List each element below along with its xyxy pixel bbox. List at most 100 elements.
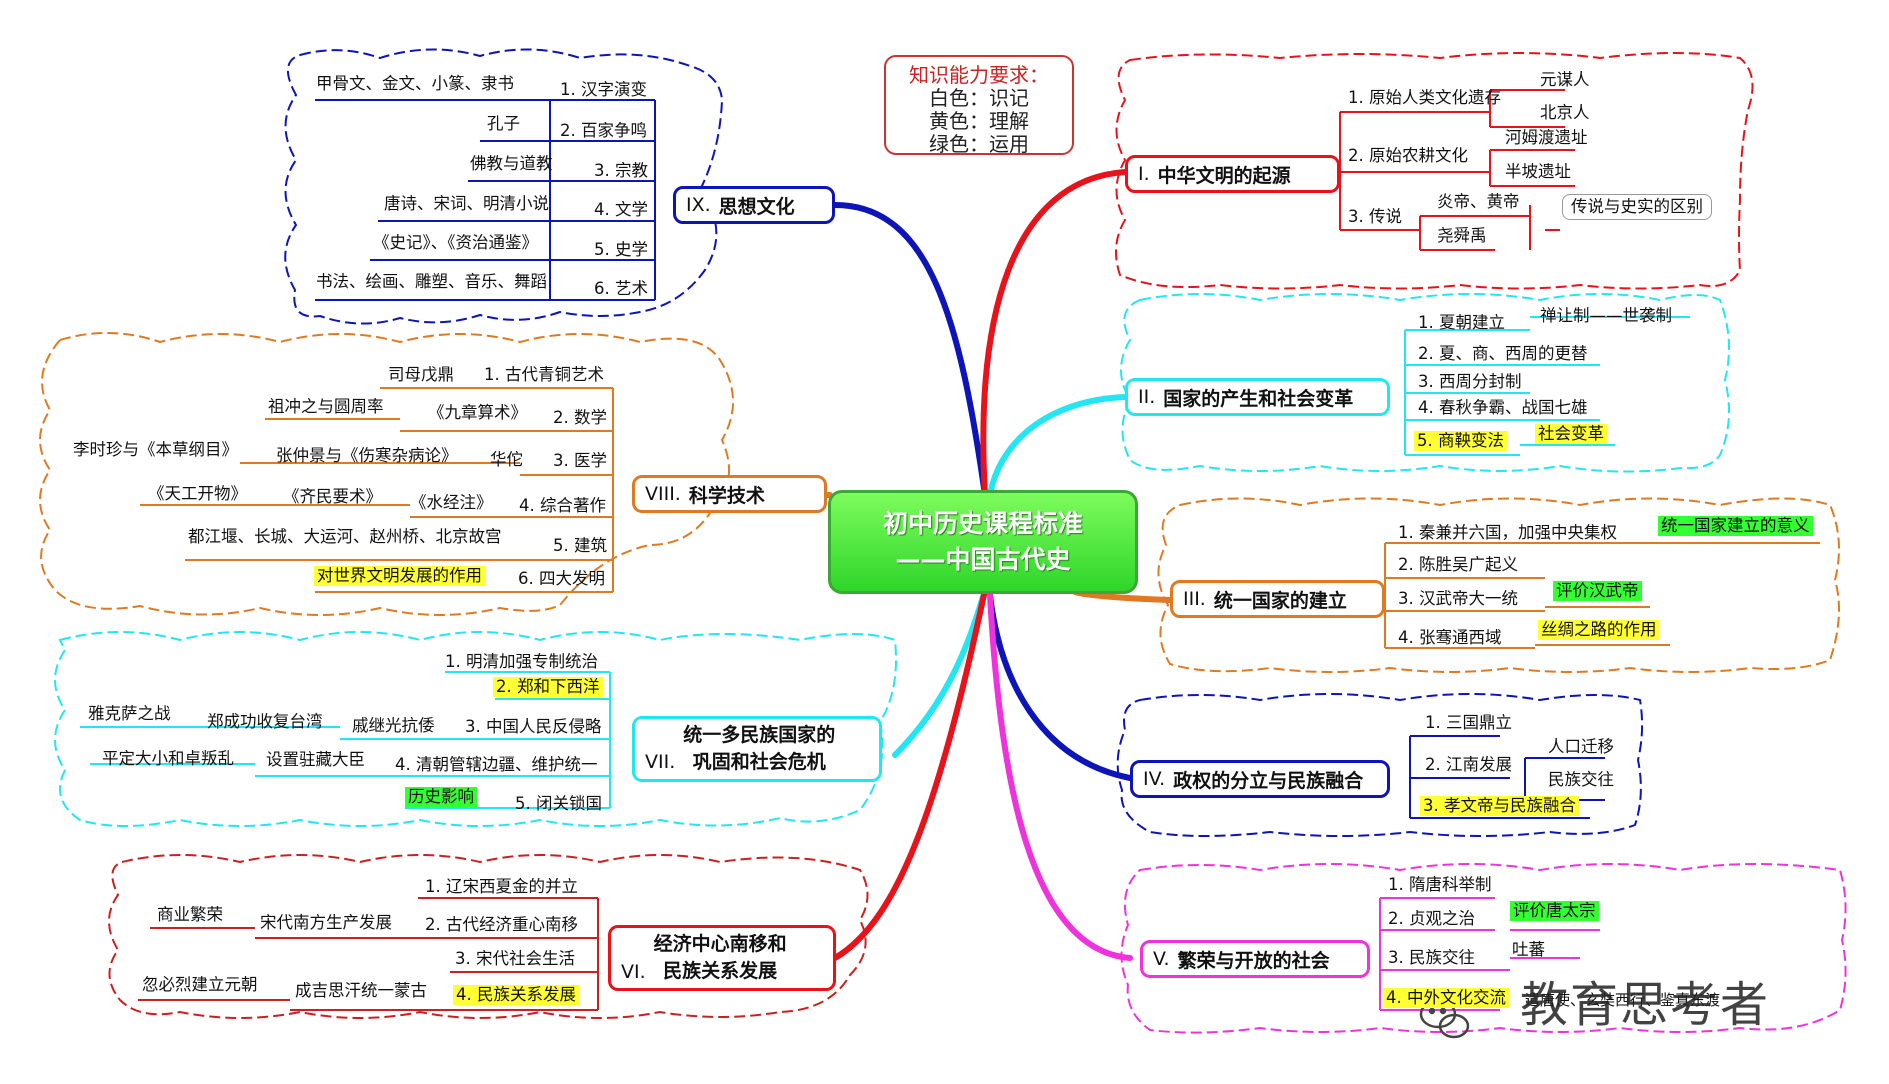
leaf-b1-sub-6[interactable]: 尧舜禹 — [1437, 226, 1487, 245]
leaf-b5-item-4[interactable]: 4. 中外文化交流 — [1383, 988, 1509, 1008]
branch-number: IX. — [686, 194, 711, 216]
branch-node-b6[interactable]: VI. 经济中心南移和 民族关系发展 — [608, 925, 836, 991]
leaf-b1-sub-3[interactable]: 河姆渡遗址 — [1505, 128, 1588, 147]
leaf-b7-sub-1[interactable]: 戚继光抗倭 — [352, 716, 435, 735]
branch-number: VIII. — [645, 483, 681, 505]
leaf-b7-item-4[interactable]: 4. 清朝管辖边疆、维护统一 — [395, 755, 598, 774]
leaf-b6-item-3[interactable]: 3. 宋代社会生活 — [455, 949, 575, 968]
leaf-b9-item-4[interactable]: 4. 文学 — [594, 200, 648, 219]
leaf-b7-sub-6[interactable]: 历史影响 — [405, 787, 477, 807]
leaf-b8-item-1[interactable]: 1. 古代青铜艺术 — [484, 365, 604, 384]
leaf-b9-item-2[interactable]: 2. 百家争鸣 — [560, 121, 647, 140]
branch-node-b1[interactable]: I. 中华文明的起源 — [1125, 155, 1340, 193]
branch-node-b2[interactable]: II. 国家的产生和社会变革 — [1125, 378, 1390, 416]
leaf-b4-item-2[interactable]: 2. 江南发展 — [1425, 755, 1512, 774]
leaf-b7-item-2[interactable]: 2. 郑和下西洋 — [493, 677, 603, 697]
branch-node-b8[interactable]: VIII. 科学技术 — [632, 475, 827, 513]
leaf-b8-sub-2[interactable]: 《九章算术》 — [428, 403, 527, 422]
cloud-outline-b4 — [1116, 693, 1644, 837]
leaf-b5-sub-2[interactable]: 吐蕃 — [1512, 940, 1545, 959]
leaf-b8-sub-7[interactable]: 《水经注》 — [410, 493, 493, 512]
leaf-b3-item-1[interactable]: 1. 秦兼并六国，加强中央集权 — [1398, 523, 1617, 542]
leaf-b1-item-2[interactable]: 2. 原始农耕文化 — [1348, 146, 1468, 165]
branch-node-b5[interactable]: V. 繁荣与开放的社会 — [1140, 940, 1370, 978]
leaf-b5-sub-3[interactable]: 遣唐使、玄奘西行、鉴真东渡 — [1525, 991, 1721, 1009]
leaf-b3-item-3[interactable]: 3. 汉武帝大一统 — [1398, 589, 1518, 608]
leaf-b7-item-1[interactable]: 1. 明清加强专制统治 — [445, 652, 598, 671]
leaf-b4-item-3[interactable]: 3. 孝文帝与民族融合 — [1420, 796, 1579, 816]
leaf-b8-item-3[interactable]: 3. 医学 — [553, 451, 607, 470]
leaf-b6-item-1[interactable]: 1. 辽宋西夏金的并立 — [425, 877, 578, 896]
leaf-b2-item-3[interactable]: 3. 西周分封制 — [1418, 372, 1522, 391]
leaf-b5-item-2[interactable]: 2. 贞观之治 — [1388, 909, 1475, 928]
leaf-b8-sub-11[interactable]: 对世界文明发展的作用 — [314, 566, 485, 586]
leaf-b2-sub-1[interactable]: 禅让制——世袭制 — [1540, 306, 1672, 325]
cloud-outline-b6 — [108, 854, 869, 1019]
leaf-b4-item-1[interactable]: 1. 三国鼎立 — [1425, 713, 1512, 732]
leaf-b4-sub-1[interactable]: 人口迁移 — [1548, 737, 1614, 756]
leaf-b3-item-2[interactable]: 2. 陈胜吴广起义 — [1398, 555, 1518, 574]
leaf-b1-sub-2[interactable]: 北京人 — [1540, 103, 1590, 122]
leaf-b1-sub-5[interactable]: 炎帝、黄帝 — [1437, 192, 1520, 211]
leaf-b6-item-4[interactable]: 4. 民族关系发展 — [453, 985, 579, 1005]
leaf-b1-note[interactable]: 传说与史实的区别 — [1562, 194, 1712, 220]
leaf-b8-sub-4[interactable]: 华佗 — [490, 450, 523, 469]
leaf-b7-sub-2[interactable]: 郑成功收复台湾 — [207, 712, 323, 731]
leaf-b2-sub-2[interactable]: 社会变革 — [1535, 424, 1607, 444]
leaf-b8-item-5[interactable]: 5. 建筑 — [553, 536, 607, 555]
leaf-b5-sub-1[interactable]: 评价唐太宗 — [1510, 901, 1599, 921]
leaf-b3-sub-3[interactable]: 丝绸之路的作用 — [1538, 620, 1660, 640]
leaf-b1-item-1[interactable]: 1. 原始人类文化遗存 — [1348, 88, 1501, 107]
leaf-b8-item-2[interactable]: 2. 数学 — [553, 408, 607, 427]
leaf-b3-sub-1[interactable]: 统一国家建立的意义 — [1658, 516, 1813, 536]
central-topic[interactable]: 初中历史课程标准 ——中国古代史 — [828, 490, 1138, 594]
branch-node-b4[interactable]: IV. 政权的分立与民族融合 — [1130, 760, 1390, 798]
leaf-b6-sub-3[interactable]: 成吉思汗统一蒙古 — [295, 981, 427, 1000]
leaf-b8-sub-6[interactable]: 李时珍与《本草纲目》 — [73, 440, 238, 459]
leaf-b9-item-5[interactable]: 5. 史学 — [594, 240, 648, 259]
leaf-b9-item-6[interactable]: 6. 艺术 — [594, 279, 648, 298]
leaf-b8-item-4[interactable]: 4. 综合著作 — [519, 496, 606, 515]
leaf-b9-sub-3[interactable]: 佛教与道教 — [470, 154, 553, 173]
leaf-b7-sub-5[interactable]: 平定大小和卓叛乱 — [102, 749, 234, 768]
leaf-b8-sub-1[interactable]: 司母戊鼎 — [388, 365, 454, 384]
leaf-b5-item-3[interactable]: 3. 民族交往 — [1388, 948, 1475, 967]
leaf-b1-sub-1[interactable]: 元谋人 — [1540, 70, 1590, 89]
leaf-b8-sub-8[interactable]: 《齐民要术》 — [283, 487, 382, 506]
leaf-b6-sub-4[interactable]: 忽必烈建立元朝 — [142, 975, 258, 994]
leaf-b7-sub-3[interactable]: 雅克萨之战 — [88, 704, 171, 723]
leaf-b2-item-1[interactable]: 1. 夏朝建立 — [1418, 313, 1505, 332]
leaf-b2-item-5[interactable]: 5. 商鞅变法 — [1414, 431, 1507, 451]
leaf-b8-sub-9[interactable]: 《天工开物》 — [148, 484, 247, 503]
leaf-b8-item-6[interactable]: 6. 四大发明 — [518, 569, 605, 588]
leaf-b7-item-5[interactable]: 5. 闭关锁国 — [515, 794, 602, 813]
leaf-b1-item-3[interactable]: 3. 传说 — [1348, 207, 1402, 226]
leaf-b2-item-2[interactable]: 2. 夏、商、西周的更替 — [1418, 344, 1588, 363]
leaf-b3-item-4[interactable]: 4. 张骞通西域 — [1398, 628, 1502, 647]
leaf-b8-sub-5[interactable]: 张仲景与《伤寒杂病论》 — [276, 446, 458, 465]
leaf-b9-sub-5[interactable]: 《史记》、《资治通鉴》 — [373, 233, 538, 252]
leaf-b1-sub-4[interactable]: 半坡遗址 — [1505, 162, 1571, 181]
leaf-b8-sub-3[interactable]: 祖冲之与圆周率 — [268, 397, 384, 416]
branch-node-b9[interactable]: IX. 思想文化 — [673, 186, 835, 224]
leaf-b9-sub-1[interactable]: 甲骨文、金文、小篆、隶书 — [316, 74, 514, 93]
branch-node-b7[interactable]: VII. 统一多民族国家的 巩固和社会危机 — [632, 716, 882, 782]
leaf-b5-item-1[interactable]: 1. 隋唐科举制 — [1388, 875, 1492, 894]
cloud-outline-b9 — [284, 48, 724, 325]
leaf-b2-item-4[interactable]: 4. 春秋争霸、战国七雄 — [1418, 398, 1588, 417]
leaf-b9-sub-2[interactable]: 孔子 — [487, 114, 520, 133]
leaf-b4-sub-2[interactable]: 民族交往 — [1548, 770, 1614, 789]
leaf-b8-sub-10[interactable]: 都江堰、长城、大运河、赵州桥、北京故宫 — [188, 527, 502, 546]
leaf-b9-sub-6[interactable]: 书法、绘画、雕塑、音乐、舞蹈 — [316, 272, 547, 291]
leaf-b7-item-3[interactable]: 3. 中国人民反侵略 — [465, 717, 602, 736]
leaf-b9-sub-4[interactable]: 唐诗、宋词、明清小说 — [384, 194, 549, 213]
branch-node-b3[interactable]: III. 统一国家的建立 — [1170, 580, 1385, 618]
leaf-b3-sub-2[interactable]: 评价汉武帝 — [1553, 581, 1642, 601]
leaf-b9-item-1[interactable]: 1. 汉字演变 — [560, 80, 647, 99]
branch-number: VII. — [645, 751, 676, 773]
leaf-b7-sub-4[interactable]: 设置驻藏大臣 — [266, 750, 365, 769]
leaf-b6-sub-2[interactable]: 商业繁荣 — [157, 905, 223, 924]
leaf-b6-sub-1[interactable]: 宋代南方生产发展 — [260, 913, 392, 932]
leaf-b6-item-2[interactable]: 2. 古代经济重心南移 — [425, 915, 578, 934]
leaf-b9-item-3[interactable]: 3. 宗教 — [594, 161, 648, 180]
